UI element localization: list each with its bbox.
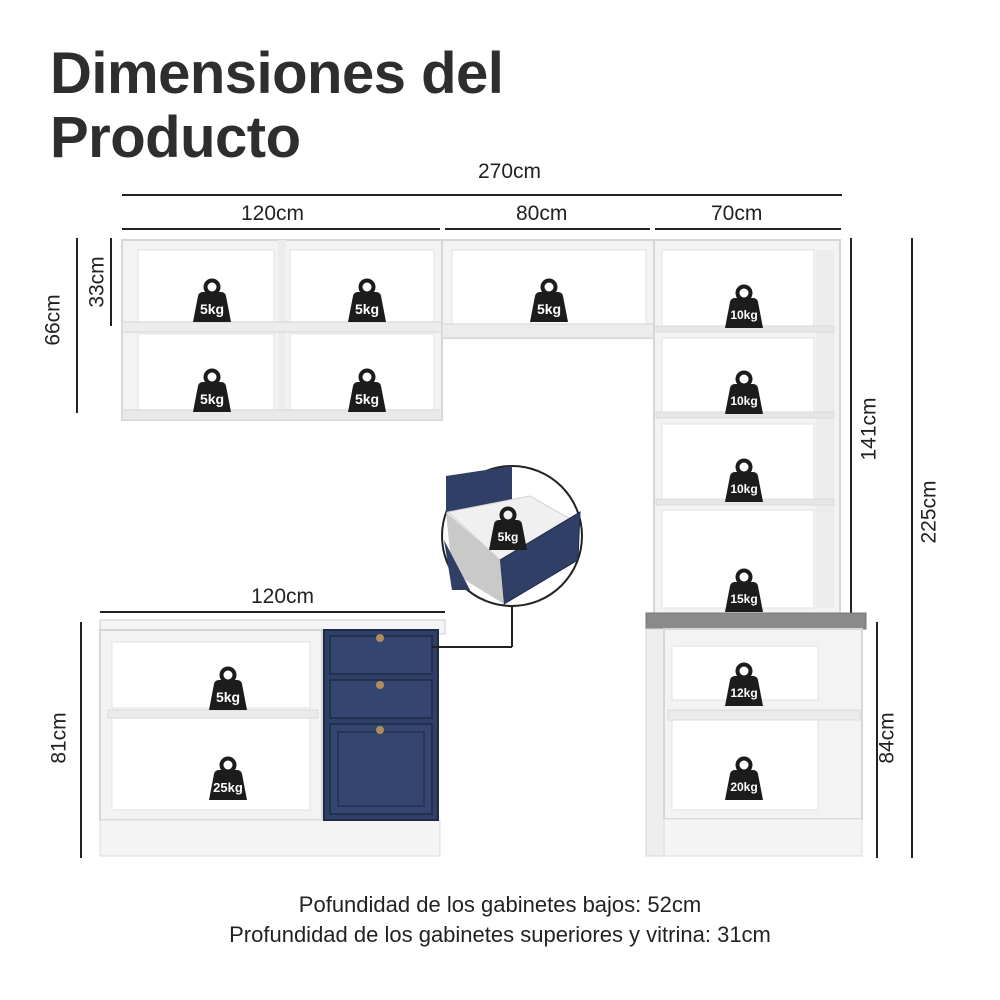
- weight-label: 5kg: [216, 689, 240, 705]
- tower-upper-height-line: [850, 238, 852, 613]
- weight-label: 10kg: [730, 394, 757, 408]
- weight-label: 25kg: [213, 780, 243, 795]
- tower-upper-cabinet: [653, 239, 841, 615]
- weight-label: 5kg: [537, 301, 561, 317]
- base-width-line: [100, 611, 445, 613]
- footer-depth-base: Pofundidad de los gabinetes bajos: 52cm: [298, 892, 702, 917]
- upper-left-cabinet: [121, 239, 443, 421]
- weight-label: 5kg: [498, 530, 519, 544]
- upper-height-line: [76, 238, 78, 413]
- upper-middle-width-line: [445, 228, 650, 230]
- title-line-1: Dimensiones del: [50, 41, 504, 106]
- total-width-label: 270cm: [478, 160, 542, 183]
- upper-right-width-line: [655, 228, 841, 230]
- upper-right-width-label: 70cm: [711, 202, 763, 225]
- tower-base-height-line: [876, 622, 878, 858]
- upper-shelf-height-line: [110, 238, 112, 326]
- upper-middle-cabinet: [441, 239, 655, 339]
- weight-label: 5kg: [200, 391, 224, 407]
- upper-middle-width-label: 80cm: [516, 202, 568, 225]
- tower-total-height-line: [911, 238, 913, 858]
- weight-label: 10kg: [730, 482, 757, 496]
- base-open-cabinet: [99, 619, 446, 857]
- upper-left-width-label: 120cm: [241, 202, 305, 225]
- page-title: Dimensiones del Producto: [50, 41, 504, 170]
- weight-label: 5kg: [200, 301, 224, 317]
- weight-label: 5kg: [355, 301, 379, 317]
- weight-label: 20kg: [730, 780, 757, 794]
- base-height-line: [80, 622, 82, 858]
- weight-label: 12kg: [730, 686, 757, 700]
- footer-depth-upper: Profundidad de los gabinetes superiores …: [229, 922, 771, 947]
- weight-label: 5kg: [355, 391, 379, 407]
- total-width-line: [122, 194, 842, 196]
- weight-label: 10kg: [730, 308, 757, 322]
- drawer-detail: [432, 465, 583, 648]
- title-line-2: Producto: [50, 105, 301, 170]
- upper-left-width-line: [122, 228, 440, 230]
- base-width-label: 120cm: [251, 585, 315, 608]
- weight-label: 15kg: [730, 592, 757, 606]
- tower-base-cabinet: [645, 612, 867, 857]
